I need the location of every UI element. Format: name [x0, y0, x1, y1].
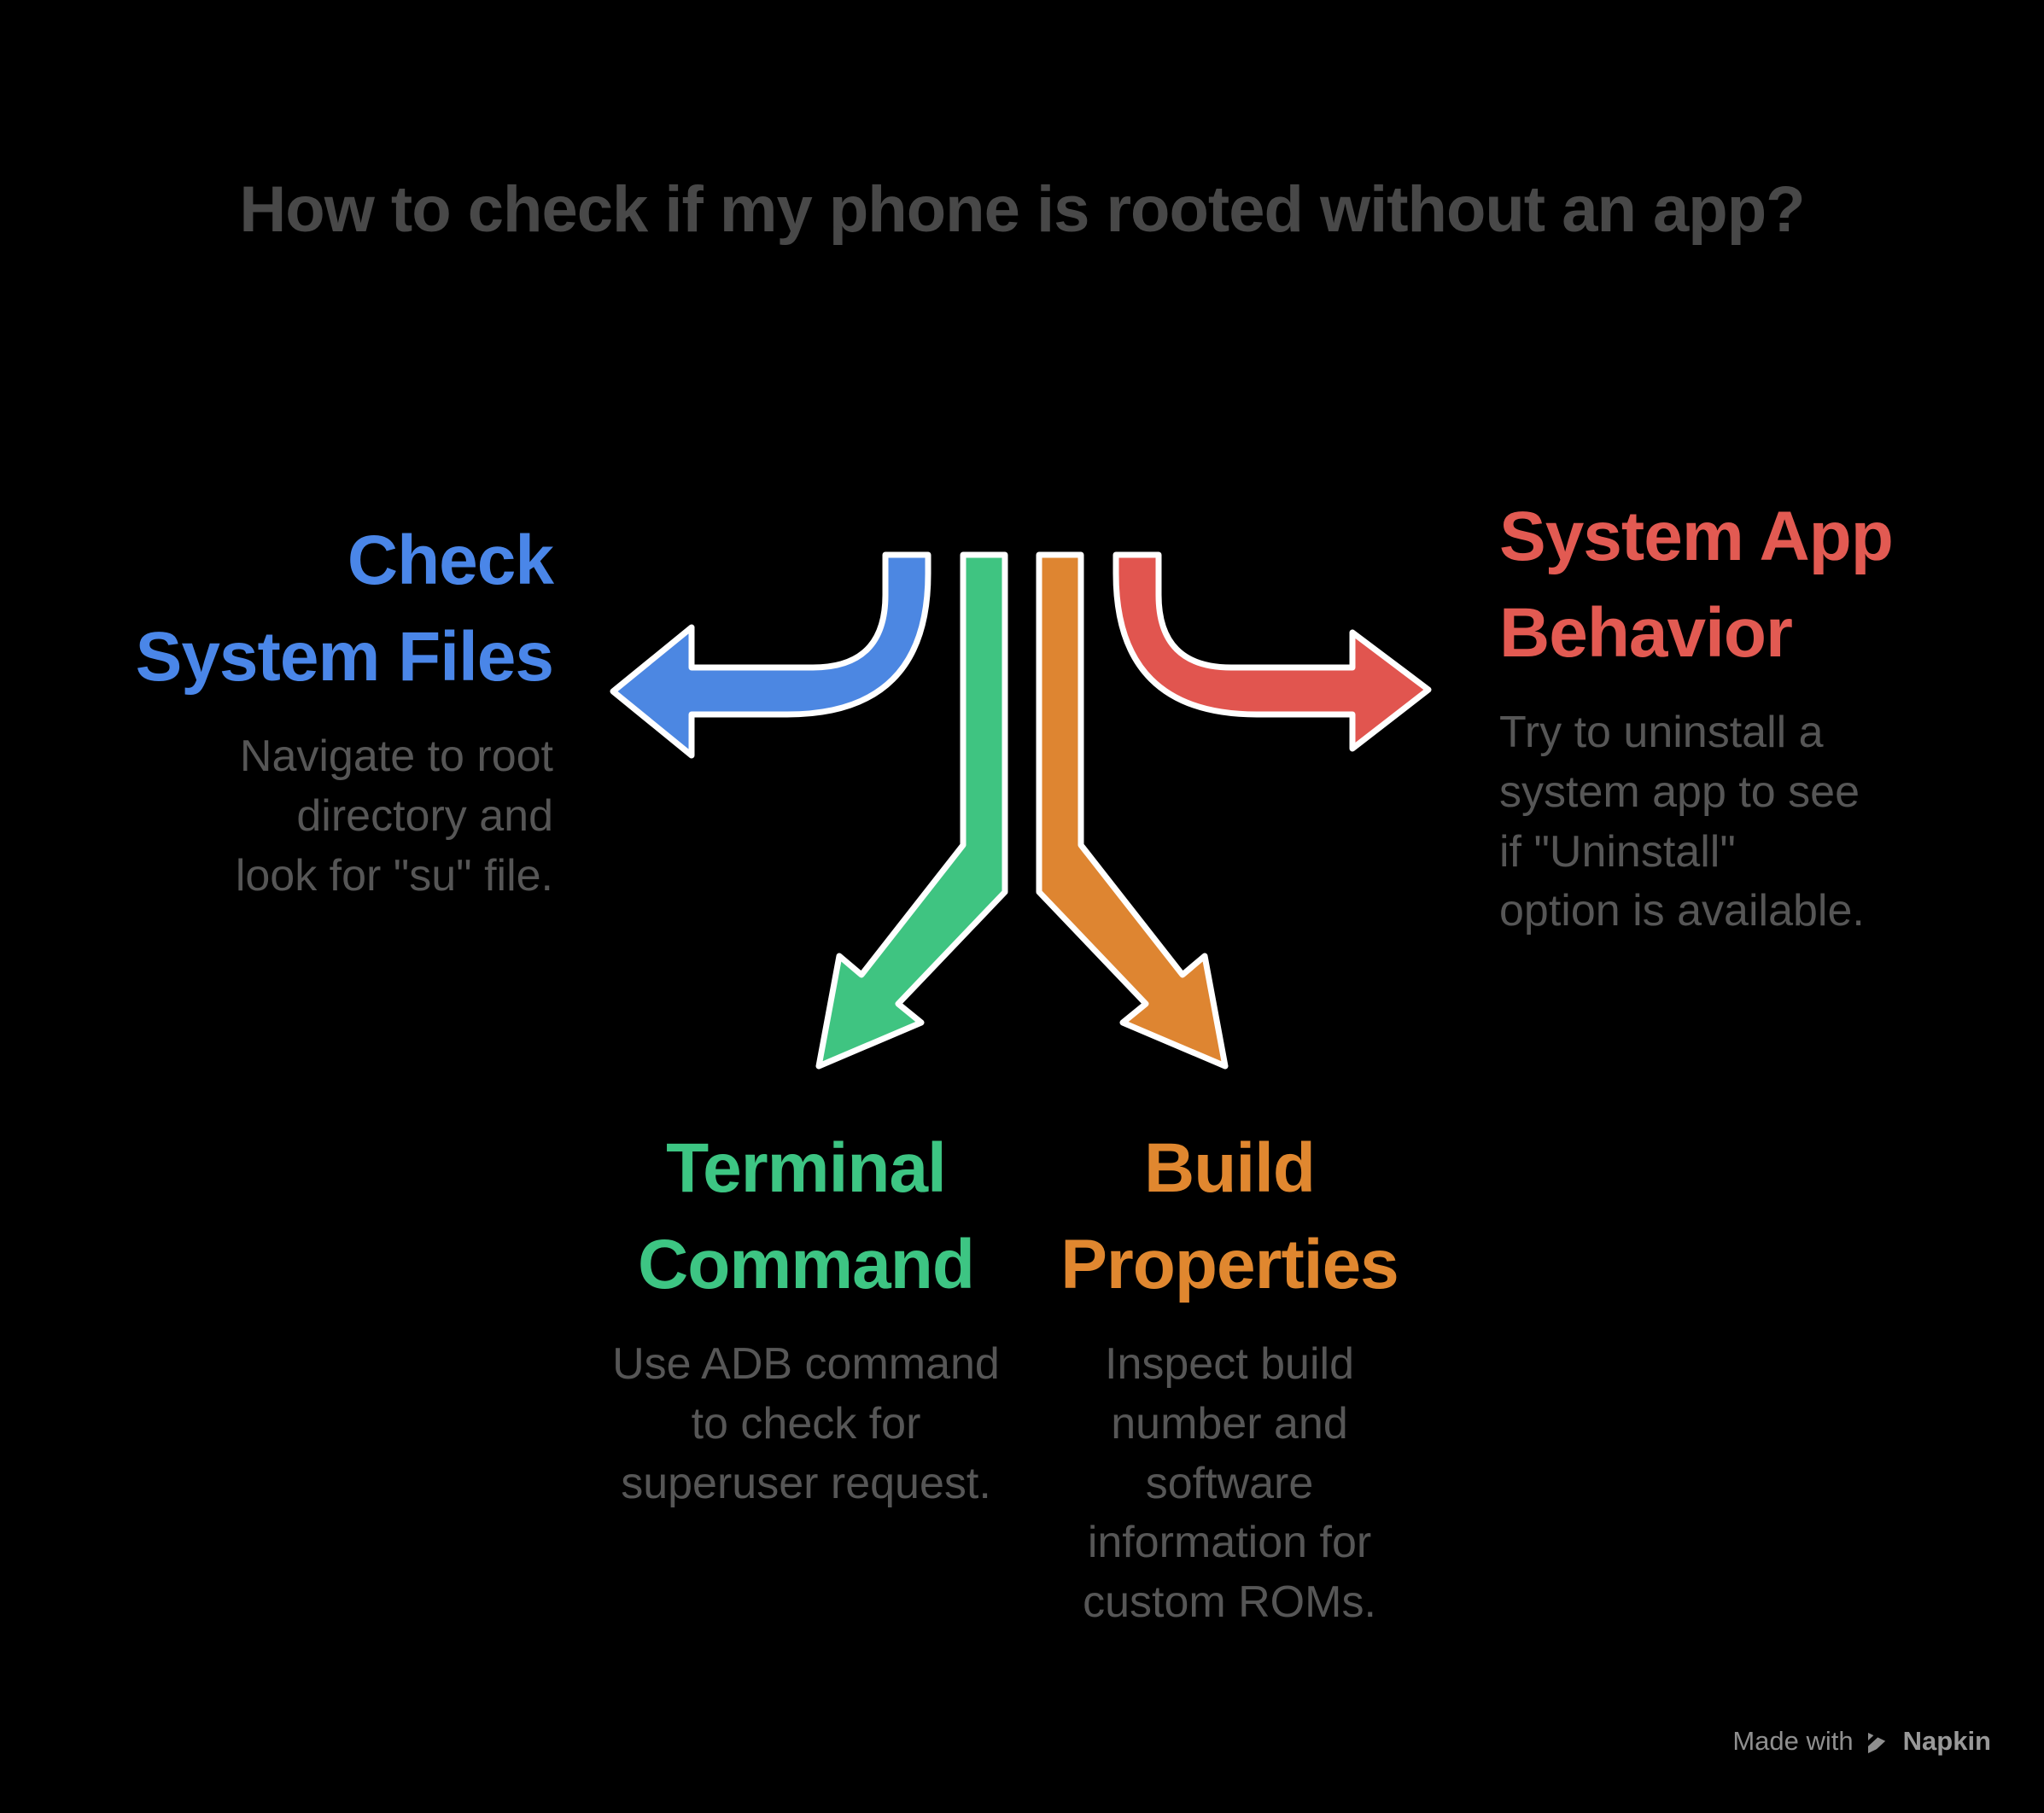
made-with-label: Made with — [1732, 1726, 1854, 1756]
step-title-line: System Files — [135, 618, 554, 697]
step-description-line: number and — [1111, 1398, 1348, 1449]
step-description-line: information for — [1087, 1518, 1372, 1568]
step-description-line: Use ADB command — [612, 1339, 1000, 1390]
step-terminal-command: Terminal Command Use ADB command to chec… — [524, 1120, 1088, 1513]
step-build-properties: Build Properties Inspect build number an… — [948, 1120, 1511, 1633]
step-description-line: Try to uninstall a — [1499, 708, 1824, 758]
step-title: Terminal Command — [524, 1120, 1088, 1313]
step-description-line: directory and — [296, 790, 553, 841]
step-description-line: system app to see — [1499, 767, 1860, 817]
step-description-line: look for "su" file. — [235, 850, 553, 901]
step-title-line: Behavior — [1499, 594, 1793, 673]
arrow-right-icon — [1113, 551, 1432, 752]
step-title: Check System Files — [0, 512, 554, 705]
step-title-line: Terminal — [666, 1129, 947, 1207]
step-title: System App Behavior — [1499, 488, 2044, 681]
step-check-system-files: Check System Files Navigate to root dire… — [0, 512, 554, 906]
napkin-logo-icon — [1863, 1726, 1893, 1757]
arrow-down-right-icon — [1036, 551, 1229, 1070]
step-title-line: Check — [347, 522, 554, 599]
step-title-line: System App — [1499, 498, 1894, 575]
step-description-line: if "Uninstall" — [1499, 826, 1736, 877]
step-description-line: superuser request. — [621, 1458, 991, 1508]
diagram-title: How to check if my phone is rooted witho… — [239, 173, 1805, 246]
step-title-line: Command — [638, 1226, 975, 1304]
arrow-down-left-icon — [815, 551, 1008, 1070]
arrow-left-icon — [610, 551, 931, 759]
step-description-line: option is available. — [1499, 886, 1865, 936]
step-description-line: software — [1145, 1458, 1314, 1508]
step-description-line: to check for — [691, 1398, 921, 1449]
step-description: Try to uninstall a system app to see if … — [1499, 703, 2044, 941]
step-description-line: Inspect build — [1105, 1339, 1354, 1390]
napkin-brand-label: Napkin — [1902, 1726, 1991, 1756]
step-description: Inspect build number and software inform… — [948, 1335, 1511, 1632]
step-title: Build Properties — [948, 1120, 1511, 1313]
made-with-napkin-badge: Made with Napkin — [1732, 1726, 1991, 1757]
step-description-line: custom ROMs. — [1083, 1577, 1376, 1627]
step-description: Navigate to root directory and look for … — [0, 727, 553, 906]
step-system-app-behavior: System App Behavior Try to uninstall a s… — [1499, 488, 2044, 941]
step-description: Use ADB command to check for superuser r… — [524, 1335, 1088, 1513]
step-title-line: Properties — [1060, 1226, 1399, 1304]
step-title-line: Build — [1144, 1129, 1316, 1207]
step-description-line: Navigate to root — [239, 732, 553, 782]
